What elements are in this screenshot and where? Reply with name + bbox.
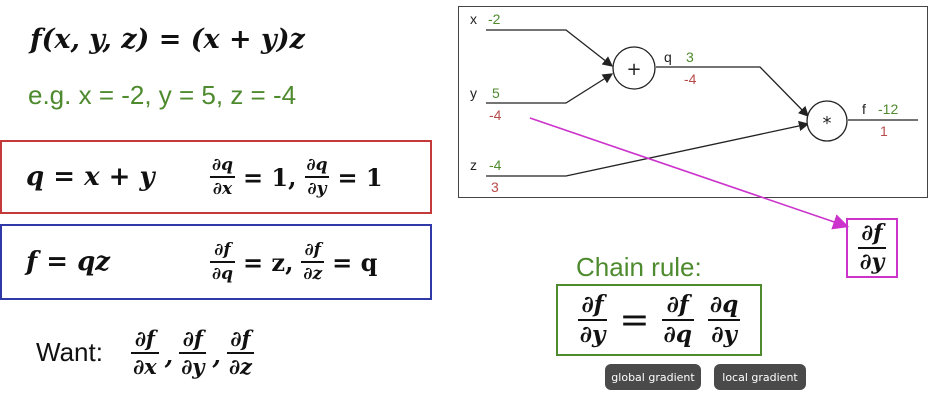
df-dz-fraction: ∂f ∂z bbox=[301, 240, 325, 284]
callout-fraction: ∂f ∂y bbox=[857, 220, 887, 275]
f-definition-box: f = qz ∂f ∂q = z, ∂f ∂z = q bbox=[0, 224, 432, 300]
input-z-name: z bbox=[470, 157, 477, 173]
chain-lhs-denominator: ∂y bbox=[579, 320, 606, 348]
df-dz-denominator: ∂z bbox=[303, 263, 323, 284]
q-derivatives: ∂q ∂x = 1, ∂q ∂y = 1 bbox=[208, 156, 389, 198]
want-term-dy-denominator: ∂y bbox=[181, 353, 205, 379]
multiply-node bbox=[806, 100, 848, 142]
example-values: e.g. x = -2, y = 5, z = -4 bbox=[28, 80, 297, 110]
want-term-dx-denominator: ∂x bbox=[132, 353, 157, 379]
f-gradient: 1 bbox=[880, 123, 888, 139]
chain-rule-title: Chain rule: bbox=[576, 252, 702, 282]
df-dq-denominator: ∂q bbox=[212, 263, 233, 284]
wire-x bbox=[486, 29, 614, 67]
function-definition: f(x, y, z) = (x + y)z bbox=[30, 24, 305, 55]
q-gradient: -4 bbox=[684, 71, 697, 87]
df-dz-value: = q bbox=[332, 247, 378, 277]
local-gradient-label: local gradient bbox=[714, 364, 806, 390]
chain-term1-denominator: ∂q bbox=[663, 320, 692, 348]
input-y-value: 5 bbox=[492, 85, 500, 101]
input-y-gradient: -4 bbox=[489, 107, 502, 123]
dq-dx-fraction: ∂q ∂x bbox=[210, 156, 235, 198]
input-z-value: -4 bbox=[489, 157, 502, 173]
want-term-dx-numerator: ∂f bbox=[134, 326, 155, 351]
dq-dx-numerator: ∂q bbox=[212, 155, 233, 176]
dq-dy-numerator: ∂q bbox=[306, 155, 328, 176]
dq-dx-value: = 1, bbox=[242, 162, 297, 192]
want-row: Want: ∂f ∂x , ∂f ∂y , ∂f ∂z bbox=[36, 326, 254, 379]
wire-y bbox=[486, 73, 614, 104]
q-name: q bbox=[664, 49, 672, 65]
callout-numerator: ∂f bbox=[861, 220, 883, 247]
chain-rule-box: ∂f ∂y = ∂f ∂q ∂q ∂y bbox=[556, 284, 762, 356]
want-term-dz: ∂f ∂z bbox=[226, 326, 254, 379]
chain-equals: = bbox=[619, 299, 650, 341]
f-derivatives: ∂f ∂q = z, ∂f ∂z = q bbox=[208, 241, 383, 283]
computational-graph-frame bbox=[458, 6, 928, 198]
add-node-symbol: + bbox=[626, 59, 641, 80]
wire-z bbox=[486, 120, 810, 177]
df-dq-numerator: ∂f bbox=[214, 240, 231, 261]
want-label: Want: bbox=[36, 337, 103, 368]
chain-term2-denominator: ∂y bbox=[711, 320, 737, 348]
input-x-name: x bbox=[470, 11, 477, 27]
df-dq-fraction: ∂f ∂q bbox=[210, 241, 235, 283]
chain-term1-numerator: ∂f bbox=[666, 291, 689, 319]
want-term-dz-denominator: ∂z bbox=[228, 353, 252, 379]
df-dz-numerator: ∂f bbox=[304, 240, 321, 261]
chain-term1-fraction: ∂f ∂q bbox=[661, 291, 694, 348]
want-term-dz-numerator: ∂f bbox=[230, 326, 251, 351]
chain-lhs-fraction: ∂f ∂y bbox=[577, 291, 608, 348]
want-term-dx: ∂f ∂x bbox=[130, 326, 159, 379]
wire-q bbox=[656, 66, 809, 117]
q-value: 3 bbox=[686, 49, 694, 65]
global-gradient-label: global gradient bbox=[605, 364, 701, 390]
f-equation: f = qz bbox=[26, 247, 111, 277]
multiply-node-symbol: * bbox=[823, 113, 832, 134]
q-definition-box: q = x + y ∂q ∂x = 1, ∂q ∂y = 1 bbox=[0, 140, 432, 214]
chain-term2-fraction: ∂q ∂y bbox=[707, 291, 741, 348]
dq-dy-denominator: ∂y bbox=[307, 178, 327, 199]
want-term-dy-numerator: ∂f bbox=[182, 326, 203, 351]
q-equation: q = x + y bbox=[26, 162, 155, 192]
input-x-value: -2 bbox=[488, 11, 501, 27]
input-z-gradient: 3 bbox=[491, 179, 499, 195]
dq-dx-denominator: ∂x bbox=[212, 178, 233, 199]
callout-arrow bbox=[529, 117, 850, 230]
chain-term2-numerator: ∂q bbox=[709, 291, 739, 319]
want-term-dy: ∂f ∂y bbox=[179, 326, 207, 379]
dq-dy-value: = 1 bbox=[337, 162, 383, 192]
f-value: -12 bbox=[878, 101, 898, 117]
dq-dy-fraction: ∂q ∂y bbox=[304, 155, 330, 199]
chain-lhs-numerator: ∂f bbox=[581, 291, 604, 319]
df-dq-value: = z, bbox=[242, 247, 294, 277]
df-dy-callout: ∂f ∂y bbox=[846, 218, 898, 278]
f-name: f bbox=[862, 101, 866, 117]
callout-denominator: ∂y bbox=[859, 248, 885, 275]
add-node bbox=[612, 46, 656, 90]
input-y-name: y bbox=[470, 85, 477, 101]
